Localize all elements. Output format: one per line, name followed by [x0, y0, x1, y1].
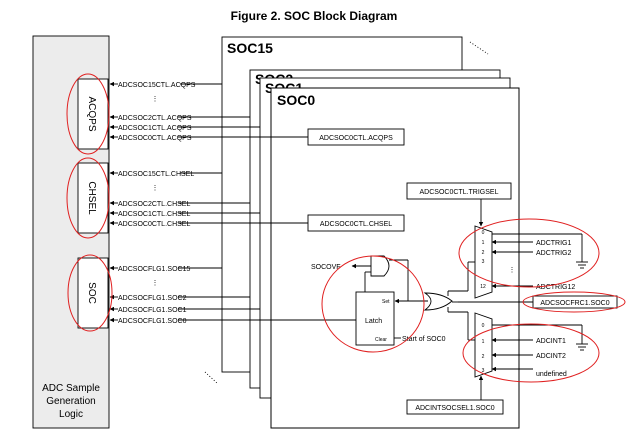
soc-flag-signal: ADCSOCFLG1.SOC0 — [118, 318, 187, 325]
latch-clear-label: Clear — [375, 337, 387, 343]
socovf-label: SOCOVF — [311, 264, 341, 271]
interrupt-mux-input: 2 — [482, 354, 485, 360]
figure-title: Figure 2. SOC Block Diagram — [231, 9, 398, 23]
highlight-interrupt-inputs — [462, 323, 600, 383]
acqps-signal: ADCSOC2CTL.ACQPS — [118, 115, 192, 122]
latch-label: Latch — [365, 318, 382, 325]
intsel-register — [406, 399, 504, 415]
soc0-acqps-register — [307, 128, 405, 146]
highlight-acqps — [66, 73, 110, 155]
highlight-chsel — [66, 157, 110, 239]
panel-caption-line-2: Generation — [46, 396, 95, 407]
soc-dots: ⋮ — [152, 280, 159, 287]
soc0-trigsel-register — [406, 182, 512, 200]
chsel-signal-group: ADCSOC15CTL.CHSEL ⋮ ADCSOC2CTL.CHSEL ADC… — [109, 170, 308, 228]
soc-signal-group: ADCSOCFLG1.SOC15 ⋮ ADCSOCFLG1.SOC2 ADCSO… — [109, 265, 356, 325]
acqps-signal: ADCSOC1CTL.ACQPS — [118, 125, 192, 132]
interrupt-signal: ADCINT2 — [536, 353, 566, 360]
soc0-trigsel-register-label: ADCSOC0CTL.TRIGSEL — [420, 189, 499, 196]
chsel-signal: ADCSOC2CTL.CHSEL — [118, 201, 190, 208]
latch-set-label: Set — [382, 299, 390, 305]
trigger-mux-input: 1 — [482, 240, 485, 246]
acqps-block — [77, 78, 109, 150]
soc-flag-signal: ADCSOCFLG1.SOC1 — [118, 307, 187, 314]
acqps-signal: ADCSOC15CTL.ACQPS — [118, 82, 196, 89]
start-of-soc-label: Start of SOC0 — [402, 336, 446, 343]
chsel-signal: ADCSOC1CTL.CHSEL — [118, 211, 190, 218]
interrupt-mux-input: 3 — [482, 368, 485, 374]
acqps-dots: ⋮ — [152, 96, 159, 103]
interrupt-mux-input: 1 — [482, 339, 485, 345]
soc-flag-signal: ADCSOCFLG1.SOC2 — [118, 295, 187, 302]
chsel-block — [77, 162, 109, 234]
latch — [355, 291, 395, 346]
acqps-signal: ADCSOC0CTL.ACQPS — [118, 135, 192, 142]
force-register-label: ADCSOCFRC1.SOC0 — [540, 300, 609, 307]
highlight-trigger-inputs — [458, 218, 600, 288]
soc15-label: SOC15 — [227, 40, 273, 56]
trigger-signal: ADCTRIG12 — [536, 284, 575, 291]
trigger-signal: ADCTRIG2 — [536, 250, 572, 257]
trigger-mux-input: 2 — [482, 250, 485, 256]
acqps-signal-group: ADCSOC15CTL.ACQPS ⋮ ADCSOC2CTL.ACQPS ADC… — [109, 81, 308, 142]
chsel-block-label: CHSEL — [86, 181, 97, 215]
chsel-signal: ADCSOC0CTL.CHSEL — [118, 221, 190, 228]
trigger-mux-input: 3 — [482, 259, 485, 265]
trigger-mux-input: 0 — [482, 230, 485, 236]
stack-ellipsis-top — [469, 41, 489, 55]
highlight-force-register — [522, 291, 626, 313]
trigger-mux-input: 12 — [480, 284, 486, 290]
and-gate — [370, 255, 390, 277]
soc0-label: SOC0 — [277, 92, 315, 108]
acqps-block-label: ACQPS — [86, 96, 97, 131]
trigger-dots: ⋮ — [509, 267, 516, 274]
highlight-soc — [67, 254, 113, 332]
chsel-signal: ADCSOC15CTL.CHSEL — [118, 171, 194, 178]
highlight-latch-logic — [321, 255, 425, 353]
interrupt-mux-input: 0 — [482, 323, 485, 329]
soc0-chsel-register-label: ADCSOC0CTL.CHSEL — [320, 221, 392, 228]
trigger-signal: ADCTRIG1 — [536, 240, 572, 247]
soc-block — [77, 257, 109, 329]
intsel-register-label: ADCINTSOCSEL1.SOC0 — [415, 405, 494, 412]
or-gate — [423, 292, 453, 311]
stack-ellipsis-bottom — [204, 371, 219, 385]
chsel-dots: ⋮ — [152, 185, 159, 192]
soc0-chsel-register — [307, 214, 405, 232]
panel-caption-line-1: ADC Sample — [42, 383, 100, 394]
panel-caption-line-3: Logic — [59, 409, 83, 420]
soc-block-label: SOC — [86, 282, 97, 304]
soc0-acqps-register-label: ADCSOC0CTL.ACQPS — [319, 135, 393, 142]
soc-flag-signal: ADCSOCFLG1.SOC15 — [118, 266, 190, 273]
interrupt-signal: undefined — [536, 371, 567, 378]
interrupt-signal: ADCINT1 — [536, 338, 566, 345]
